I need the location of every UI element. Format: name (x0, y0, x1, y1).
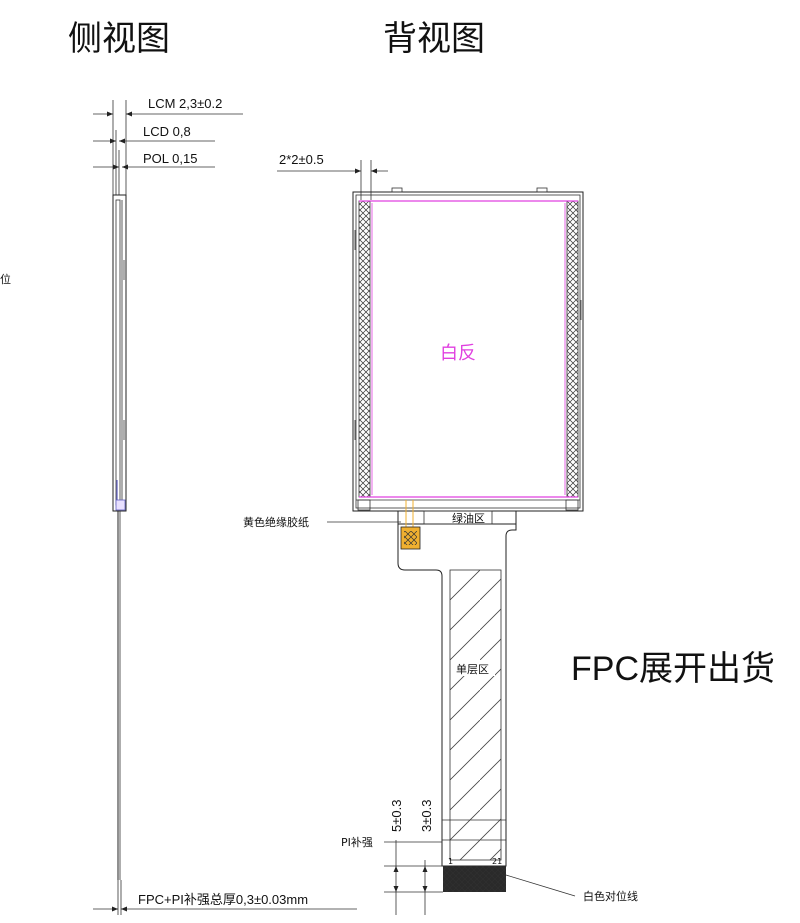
pol-thickness-label: POL 0,15 (143, 151, 197, 166)
pi-stiffener-label: PI补强 (341, 836, 373, 849)
lcd-thickness-label: LCD 0,8 (143, 124, 191, 139)
lcm-thickness-label: LCM 2,3±0.2 (148, 96, 222, 111)
white-reflector-label: 白反 (440, 343, 476, 364)
fpc-shipping-note: FPC展开出货 (571, 650, 775, 688)
back-view: 2*2±0.5 白反 绿油区 黄色绝缘胶纸 (243, 152, 638, 915)
pin-21-label: 21 (492, 857, 502, 866)
pin-1-label: 1 (448, 857, 453, 866)
dim-5-label: 5±0.3 (389, 800, 404, 832)
white-alignment-line-label: 白色对位线 (583, 889, 638, 903)
dim-3-label: 3±0.3 (419, 800, 434, 832)
yellow-tape-label: 黄色绝缘胶纸 (243, 515, 309, 529)
single-layer-zone-label: 单层区 (456, 663, 489, 676)
green-oil-zone-label: 绿油区 (452, 511, 485, 525)
cut-off-label: 位 (0, 272, 11, 286)
corner-dim-label: 2*2±0.5 (279, 152, 324, 167)
fpc-pi-thickness-label: FPC+PI补强总厚0,3±0.03mm (138, 892, 308, 907)
side-view-title: 侧视图 (68, 19, 170, 59)
back-view-title: 背视图 (383, 19, 485, 59)
side-view: 位 LCM 2,3±0.2 LCD 0,8 POL 0,15 (0, 96, 357, 915)
